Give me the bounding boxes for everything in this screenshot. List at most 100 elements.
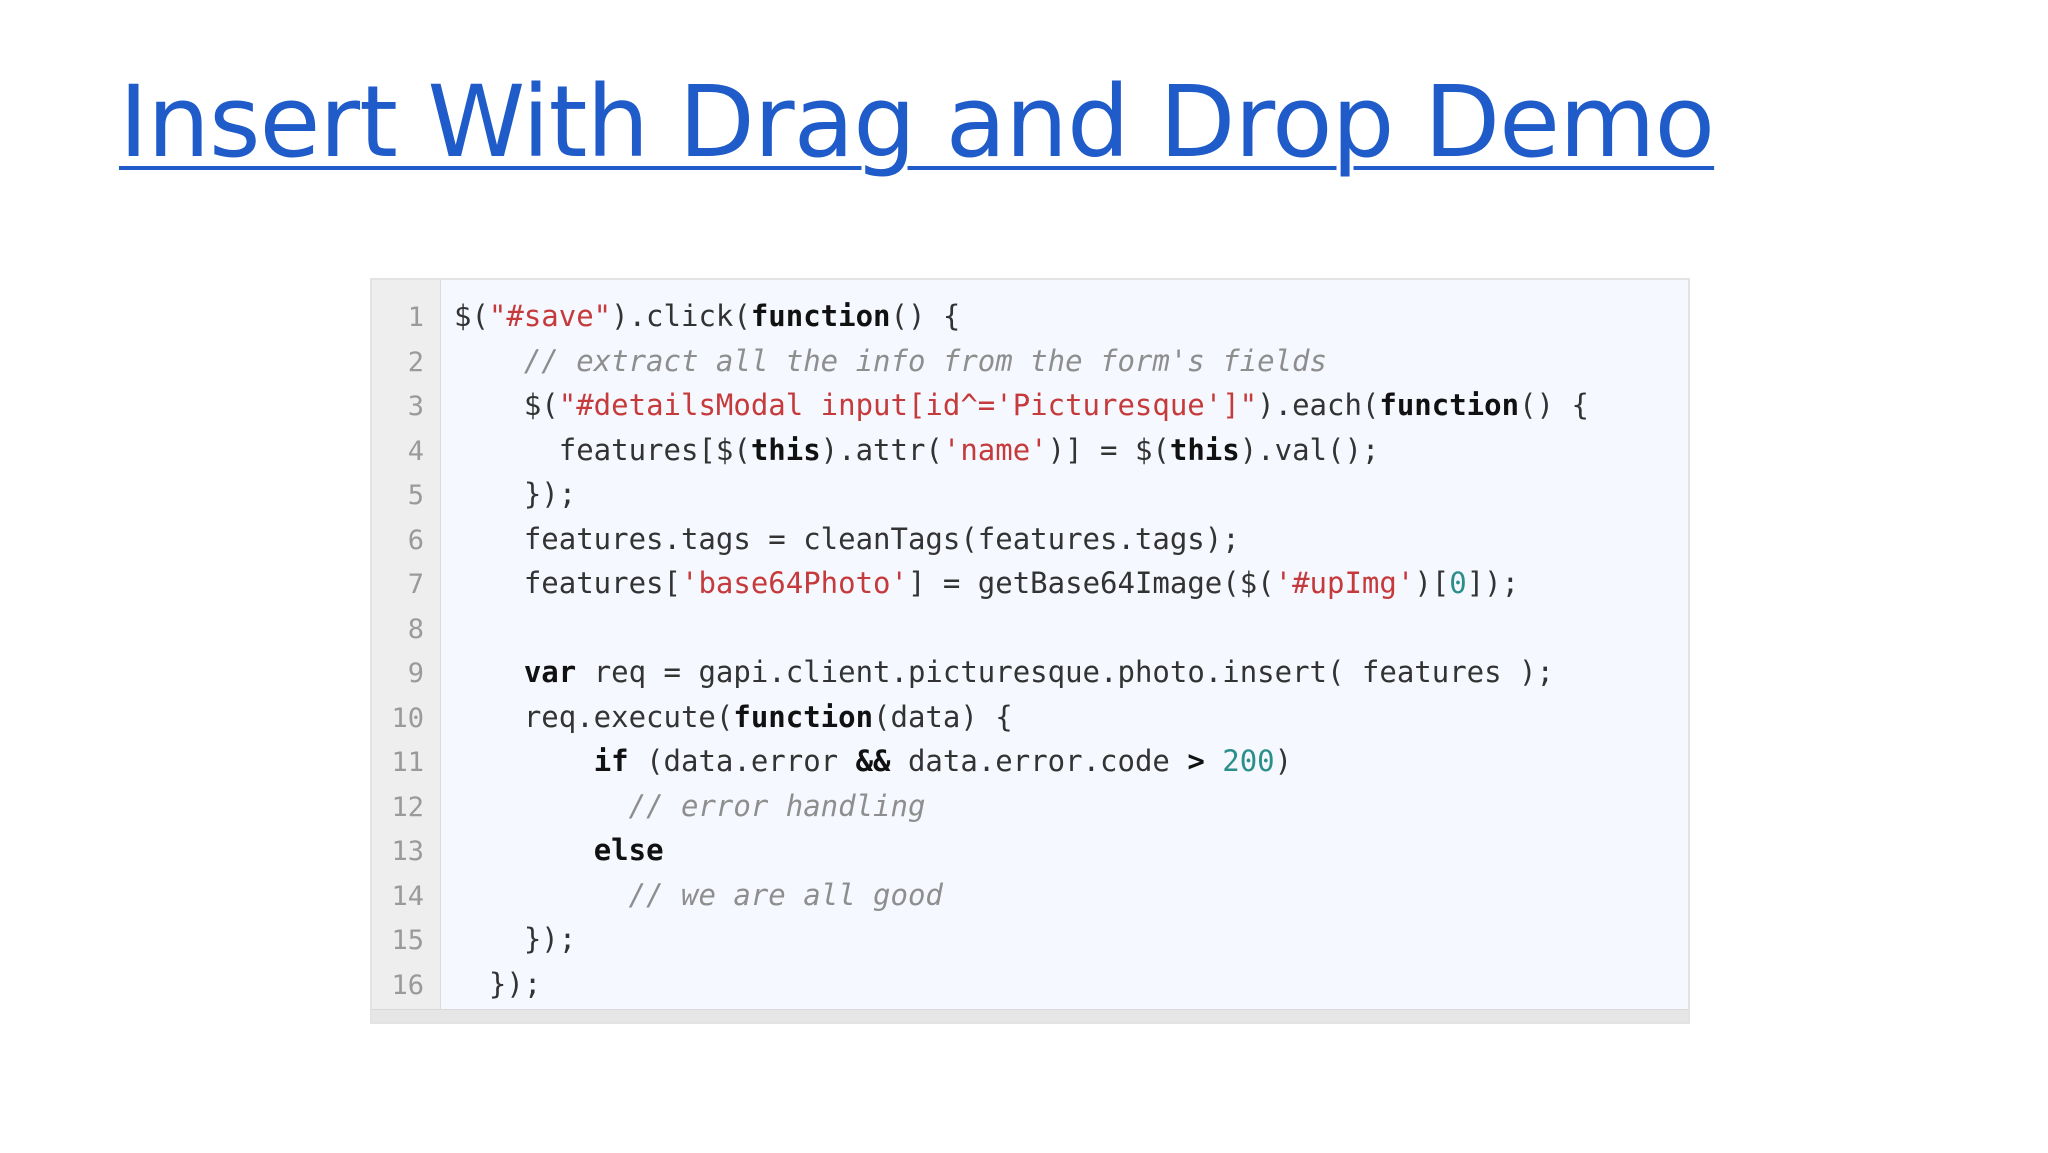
code-token: (data) { (873, 699, 1013, 734)
code-token: }); (454, 922, 577, 956)
code-token: this (750, 432, 821, 467)
code-text: $("#save").click(function() { (454, 294, 960, 338)
line-number-gutter (372, 280, 441, 1022)
code-token: }); (454, 966, 542, 1001)
code-block: 1$("#save").click(function() {2 // extra… (370, 278, 1690, 1024)
code-line: 13 else (372, 828, 663, 872)
line-number: 7 (407, 569, 424, 600)
code-text: features.tags = cleanTags(features.tags)… (454, 517, 1240, 561)
line-number: 15 (391, 925, 424, 956)
code-line: 12 // error handling (372, 784, 925, 828)
line-number: 16 (391, 969, 424, 1001)
code-token: )[ (1414, 566, 1450, 600)
code-token: features[ (454, 566, 681, 600)
code-token (1205, 744, 1222, 778)
code-token: function (750, 299, 891, 333)
code-line: 9 var req = gapi.client.picturesque.phot… (372, 650, 1554, 694)
code-token: ] = getBase64Image($( (907, 566, 1275, 600)
slide-title-link[interactable]: Insert With Drag and Drop Demo (119, 65, 1715, 180)
code-text: var req = gapi.client.picturesque.photo.… (454, 650, 1554, 694)
code-token: ) (1274, 744, 1293, 778)
code-token: if (593, 744, 629, 778)
code-text: req.execute(function(data) { (454, 695, 1013, 739)
code-token: function (733, 699, 874, 734)
code-line: 16 }); (372, 962, 541, 1006)
code-line: 7 features['base64Photo'] = getBase64Ima… (372, 561, 1519, 605)
code-token: // we are all good (628, 877, 943, 912)
code-token: req.execute( (454, 699, 734, 734)
code-token (454, 344, 524, 378)
code-line: 11 if (data.error && data.error.code > 2… (372, 739, 1292, 783)
line-number: 4 (407, 435, 424, 467)
code-line: 5 }); (372, 472, 576, 516)
code-token: function (1379, 388, 1520, 422)
line-number: 1 (407, 302, 424, 333)
code-token: req = gapi.client.picturesque.photo.inse… (576, 655, 1554, 689)
code-line: 8 (372, 606, 424, 650)
code-token: }); (454, 477, 577, 511)
code-line: 14 // we are all good (372, 873, 942, 917)
horizontal-scrollbar[interactable] (372, 1009, 1688, 1022)
code-token: features.tags = cleanTags(features.tags)… (454, 521, 1240, 556)
line-number: 11 (391, 747, 424, 778)
code-token: ).attr( (820, 432, 943, 467)
code-token: data.error.code (890, 744, 1188, 778)
code-text: }); (454, 472, 576, 516)
line-number: 14 (391, 880, 424, 912)
code-text: }); (454, 917, 576, 961)
code-token: "#save" (488, 299, 612, 333)
code-line: 2 // extract all the info from the form'… (372, 339, 1327, 383)
code-token: )] = $( (1047, 432, 1170, 467)
code-text: // we are all good (454, 873, 943, 917)
code-token: ).each( (1257, 388, 1380, 422)
code-line: 4 features[$(this).attr('name')] = $(thi… (372, 428, 1380, 472)
code-token: ]); (1466, 566, 1520, 600)
code-token: (data.error (628, 744, 856, 778)
code-token: else (593, 833, 664, 867)
line-number: 5 (407, 480, 424, 511)
code-text: else (454, 828, 664, 872)
code-text: $("#detailsModal input[id^='Picturesque'… (454, 383, 1589, 427)
code-line: 1 $("#save").click(function() { (372, 294, 961, 338)
code-text: // error handling (454, 784, 926, 828)
code-token (454, 655, 524, 689)
code-token: () { (1519, 388, 1589, 422)
code-token: ).val(); (1239, 432, 1380, 467)
code-token: 0 (1449, 566, 1467, 600)
code-token: // extract all the info from the form's … (523, 343, 1327, 378)
line-number: 10 (391, 702, 424, 734)
line-number: 8 (407, 613, 424, 645)
code-text: // extract all the info from the form's … (454, 339, 1327, 383)
code-token: 'base64Photo' (680, 566, 908, 600)
code-token (454, 744, 594, 778)
code-token: "#detailsModal input[id^='Picturesque']" (558, 388, 1258, 422)
line-number: 9 (407, 658, 424, 689)
line-number: 6 (407, 524, 424, 556)
line-number: 12 (391, 791, 424, 823)
code-text: }); (454, 962, 541, 1006)
code-token: 200 (1222, 744, 1275, 778)
code-token (454, 878, 629, 912)
code-token (454, 833, 594, 867)
code-token: this (1169, 432, 1240, 467)
code-text: if (data.error && data.error.code > 200) (454, 739, 1292, 783)
code-line: 10 req.execute(function(data) { (372, 695, 1012, 739)
code-text: features['base64Photo'] = getBase64Image… (454, 561, 1519, 605)
code-text: features[$(this).attr('name')] = $(this)… (454, 428, 1380, 472)
code-token: features[$( (454, 432, 751, 467)
code-token: // error handling (628, 788, 926, 823)
code-line: 15 }); (372, 917, 576, 961)
code-token: $( (454, 299, 489, 333)
code-token: > (1187, 744, 1205, 778)
code-token: 'name' (942, 432, 1048, 467)
code-token: && (855, 744, 891, 778)
code-token: $( (454, 388, 559, 422)
line-number: 3 (407, 391, 424, 422)
code-token: ).click( (611, 299, 751, 333)
code-token: var (523, 655, 577, 689)
line-number: 13 (391, 836, 424, 867)
line-number: 2 (407, 346, 424, 378)
code-token: '#upImg' (1274, 566, 1415, 600)
code-token (454, 789, 629, 823)
code-line: 3 $("#detailsModal input[id^='Picturesqu… (372, 383, 1589, 427)
